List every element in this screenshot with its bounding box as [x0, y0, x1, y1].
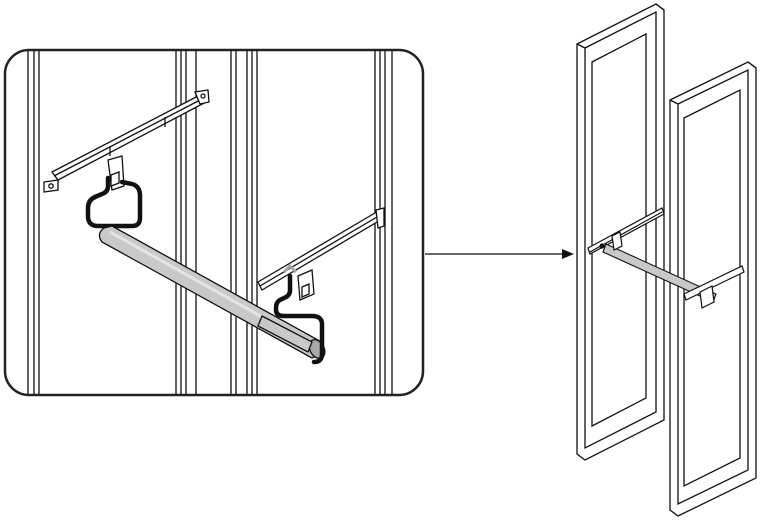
callout-arrow-head [562, 249, 574, 259]
rail-bracket-right [257, 207, 385, 291]
mounting-bracket-left [107, 155, 125, 191]
hanging-rail-segment [257, 315, 313, 353]
rail-bracket-left [43, 89, 210, 193]
detail-view-border [3, 48, 425, 397]
motion-arrow-right [273, 273, 325, 365]
callout-arrow [425, 249, 574, 259]
frame-panel-right [669, 61, 757, 517]
overview-rail-bracket [587, 207, 665, 255]
overview-mounting-bracket [611, 231, 745, 309]
detail-view [5, 50, 423, 395]
motion-arrow-right-head [282, 263, 298, 274]
motion-arrow-left [85, 175, 143, 229]
mounting-bracket-right [297, 269, 315, 301]
